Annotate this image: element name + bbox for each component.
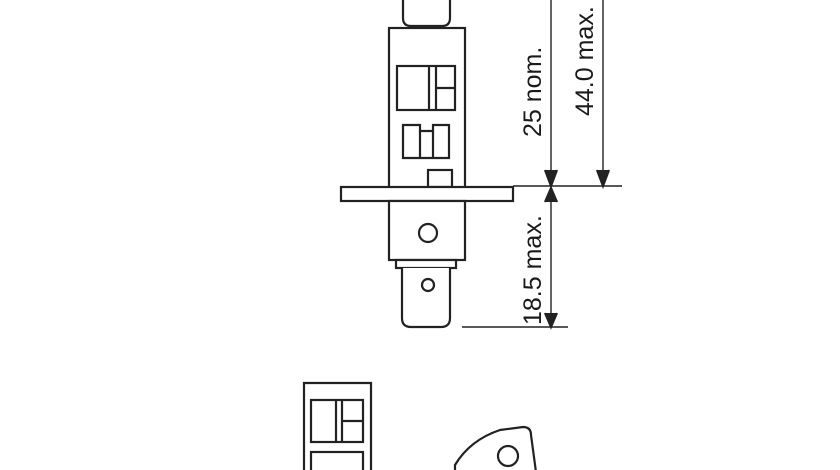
dimension-label-base: 18.5 max. xyxy=(519,215,547,325)
dimension-lines xyxy=(462,0,622,330)
bulb-glass-tip xyxy=(401,0,452,28)
bulb-side-view xyxy=(339,0,515,329)
bulb-body xyxy=(387,26,467,190)
base-hole xyxy=(417,222,439,244)
bulb-second-view xyxy=(302,381,373,470)
dimension-label-nominal: 25 nom. xyxy=(519,47,547,137)
bulb-flange xyxy=(339,185,515,203)
connector-pin xyxy=(400,268,452,329)
dimension-label-max: 44.0 max. xyxy=(571,6,599,116)
bulb-end-view xyxy=(453,425,537,470)
terminal-block-lower xyxy=(401,123,451,160)
end-view-hole xyxy=(496,444,520,468)
bulb-base xyxy=(387,199,467,262)
